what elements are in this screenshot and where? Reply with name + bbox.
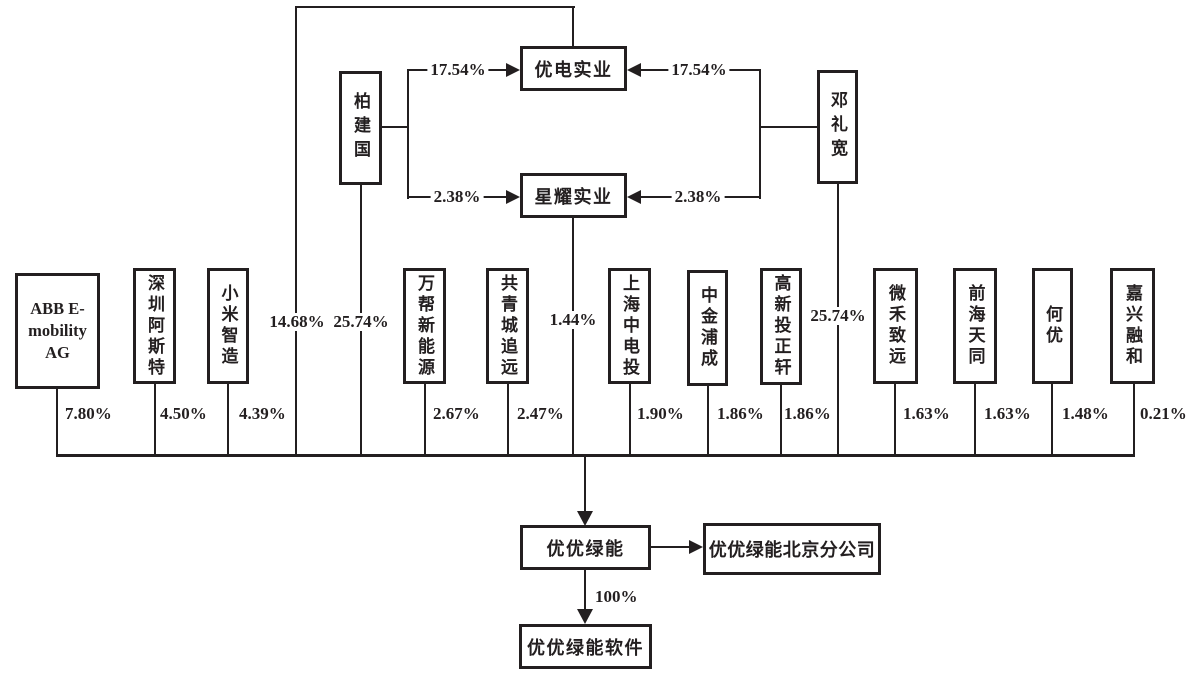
entity-box-bai-jianguo: 柏建国 xyxy=(339,71,382,185)
arrowhead-deng-to-xingyao xyxy=(627,190,641,204)
connector-shareholder-shanghai-zhongdiantou xyxy=(629,384,631,455)
connector-shareholder-zhongjin-pucheng xyxy=(707,386,709,455)
shareholder-box-zhongjin-pucheng: 中金浦成 xyxy=(687,270,728,386)
shareholder-box-xiaomi-zhizao: 小米智造 xyxy=(207,268,249,384)
connector-bottom-bus xyxy=(56,454,1135,457)
shareholder-label-jiaxing-ronghe: 嘉兴融和 xyxy=(1123,284,1142,368)
shareholder-box-heyou: 何优 xyxy=(1032,268,1073,384)
shareholder-label-qianhai-tiantong: 前海天同 xyxy=(965,284,985,368)
shareholder-label-shenzhen-asite: 深圳阿斯特 xyxy=(145,273,164,379)
shareholder-label-shanghai-zhongdiantou: 上海中电投 xyxy=(620,273,639,379)
shareholder-label-weihe-zhiyuan: 微禾致远 xyxy=(886,284,905,368)
entity-box-deng-likuan: 邓礼宽 xyxy=(817,70,858,184)
shareholder-label-wanbang: 万帮新能源 xyxy=(415,273,434,379)
connector-youdian-to-bottom-bus xyxy=(295,6,297,456)
shareholder-label-xiaomi-zhizao: 小米智造 xyxy=(218,284,238,368)
pct-label-bai-to-youdian: 17.54% xyxy=(427,61,489,79)
shareholder-box-weihe-zhiyuan: 微禾致远 xyxy=(873,268,918,384)
pct-label-bai-holding: 25.74% xyxy=(330,313,392,331)
pct-label-bai-to-xingyao: 2.38% xyxy=(430,188,484,206)
shareholder-box-shanghai-zhongdiantou: 上海中电投 xyxy=(608,268,651,384)
connector-bai-stub xyxy=(382,126,409,128)
entity-box-software-company: 优优绿能软件 xyxy=(519,624,652,669)
entity-label-main-company: 优优绿能 xyxy=(546,538,625,559)
arrowhead-main-to-branch xyxy=(689,540,703,554)
shareholder-box-gongqingcheng: 共青城追远 xyxy=(486,268,529,384)
entity-box-branch-company: 优优绿能北京分公司 xyxy=(703,523,881,575)
arrowhead-bai-to-xingyao xyxy=(506,190,520,204)
pct-label-gongqingcheng: 2.47% xyxy=(517,404,564,423)
entity-box-main-company: 优优绿能 xyxy=(520,525,651,570)
arrowhead-bai-to-youdian xyxy=(506,63,520,77)
shareholder-box-qianhai-tiantong: 前海天同 xyxy=(953,268,997,384)
connector-shareholder-abb xyxy=(56,389,58,455)
pct-label-gaoxintou-zhengxuan: 1.86% xyxy=(784,404,831,423)
connector-deng-branch xyxy=(759,69,761,199)
connector-shareholder-wanbang xyxy=(424,384,426,455)
connector-main-to-branch xyxy=(651,546,689,548)
shareholder-box-wanbang: 万帮新能源 xyxy=(403,268,446,384)
pct-label-youdian-holding: 14.68% xyxy=(266,313,328,331)
pct-label-weihe-zhiyuan: 1.63% xyxy=(903,404,950,423)
pct-label-deng-holding: 25.74% xyxy=(807,307,869,325)
shareholder-label-abb: ABB E- mobility AG xyxy=(28,299,87,362)
entity-label-branch-company: 优优绿能北京分公司 xyxy=(708,540,876,560)
shareholder-box-shenzhen-asite: 深圳阿斯特 xyxy=(133,268,176,384)
pct-label-xingyao-holding: 1.44% xyxy=(546,311,600,329)
pct-label-heyou: 1.48% xyxy=(1062,404,1109,423)
connector-topbus-to-youdian xyxy=(572,6,574,48)
entity-box-xingyao: 星耀实业 xyxy=(520,173,627,218)
pct-label-wanbang: 2.67% xyxy=(433,404,480,423)
connector-xingyao-to-bus xyxy=(572,218,574,456)
pct-label-xiaomi-zhizao: 4.39% xyxy=(239,404,286,423)
connector-deng-stub xyxy=(760,126,817,128)
connector-shareholder-gaoxintou-zhengxuan xyxy=(780,385,782,455)
entity-label-deng-likuan: 邓礼宽 xyxy=(828,91,847,163)
connector-shareholder-jiaxing-ronghe xyxy=(1133,384,1135,455)
entity-label-software-company: 优优绿能软件 xyxy=(527,637,644,658)
connector-shareholder-heyou xyxy=(1051,384,1053,455)
pct-label-shanghai-zhongdiantou: 1.90% xyxy=(637,404,684,423)
arrowhead-deng-to-youdian xyxy=(627,63,641,77)
shareholder-label-zhongjin-pucheng: 中金浦成 xyxy=(698,286,717,370)
pct-label-software-holding: 100% xyxy=(595,587,638,606)
connector-shareholder-qianhai-tiantong xyxy=(974,384,976,455)
pct-label-zhongjin-pucheng: 1.86% xyxy=(717,404,764,423)
connector-bus-to-main xyxy=(584,457,586,513)
shareholder-box-gaoxintou-zhengxuan: 高新投正轩 xyxy=(760,268,802,385)
connector-shareholder-weihe-zhiyuan xyxy=(894,384,896,455)
shareholder-label-gongqingcheng: 共青城追远 xyxy=(498,273,517,379)
shareholder-label-gaoxintou-zhengxuan: 高新投正轩 xyxy=(771,274,791,379)
connector-shareholder-xiaomi-zhizao xyxy=(227,384,229,455)
pct-label-abb: 7.80% xyxy=(65,404,112,423)
connector-main-to-software xyxy=(584,570,586,610)
entity-label-bai-jianguo: 柏建国 xyxy=(351,92,370,164)
connector-top-bus xyxy=(295,6,575,8)
pct-label-qianhai-tiantong: 1.63% xyxy=(984,404,1031,423)
entity-box-youdian: 优电实业 xyxy=(520,46,627,91)
pct-label-shenzhen-asite: 4.50% xyxy=(160,404,207,423)
shareholder-box-jiaxing-ronghe: 嘉兴融和 xyxy=(1110,268,1155,384)
shareholder-box-abb: ABB E- mobility AG xyxy=(15,273,100,389)
connector-bai-branch xyxy=(407,69,409,199)
shareholder-label-heyou: 何优 xyxy=(1043,305,1062,347)
connector-shareholder-gongqingcheng xyxy=(507,384,509,455)
pct-label-deng-to-youdian: 17.54% xyxy=(668,61,730,79)
connector-shareholder-shenzhen-asite xyxy=(154,384,156,455)
pct-label-deng-to-xingyao: 2.38% xyxy=(671,188,725,206)
entity-label-youdian: 优电实业 xyxy=(534,59,613,80)
pct-label-jiaxing-ronghe: 0.21% xyxy=(1140,404,1187,423)
arrowhead-bus-to-main xyxy=(577,511,593,526)
arrowhead-main-to-software xyxy=(577,609,593,624)
entity-label-xingyao: 星耀实业 xyxy=(534,186,613,207)
